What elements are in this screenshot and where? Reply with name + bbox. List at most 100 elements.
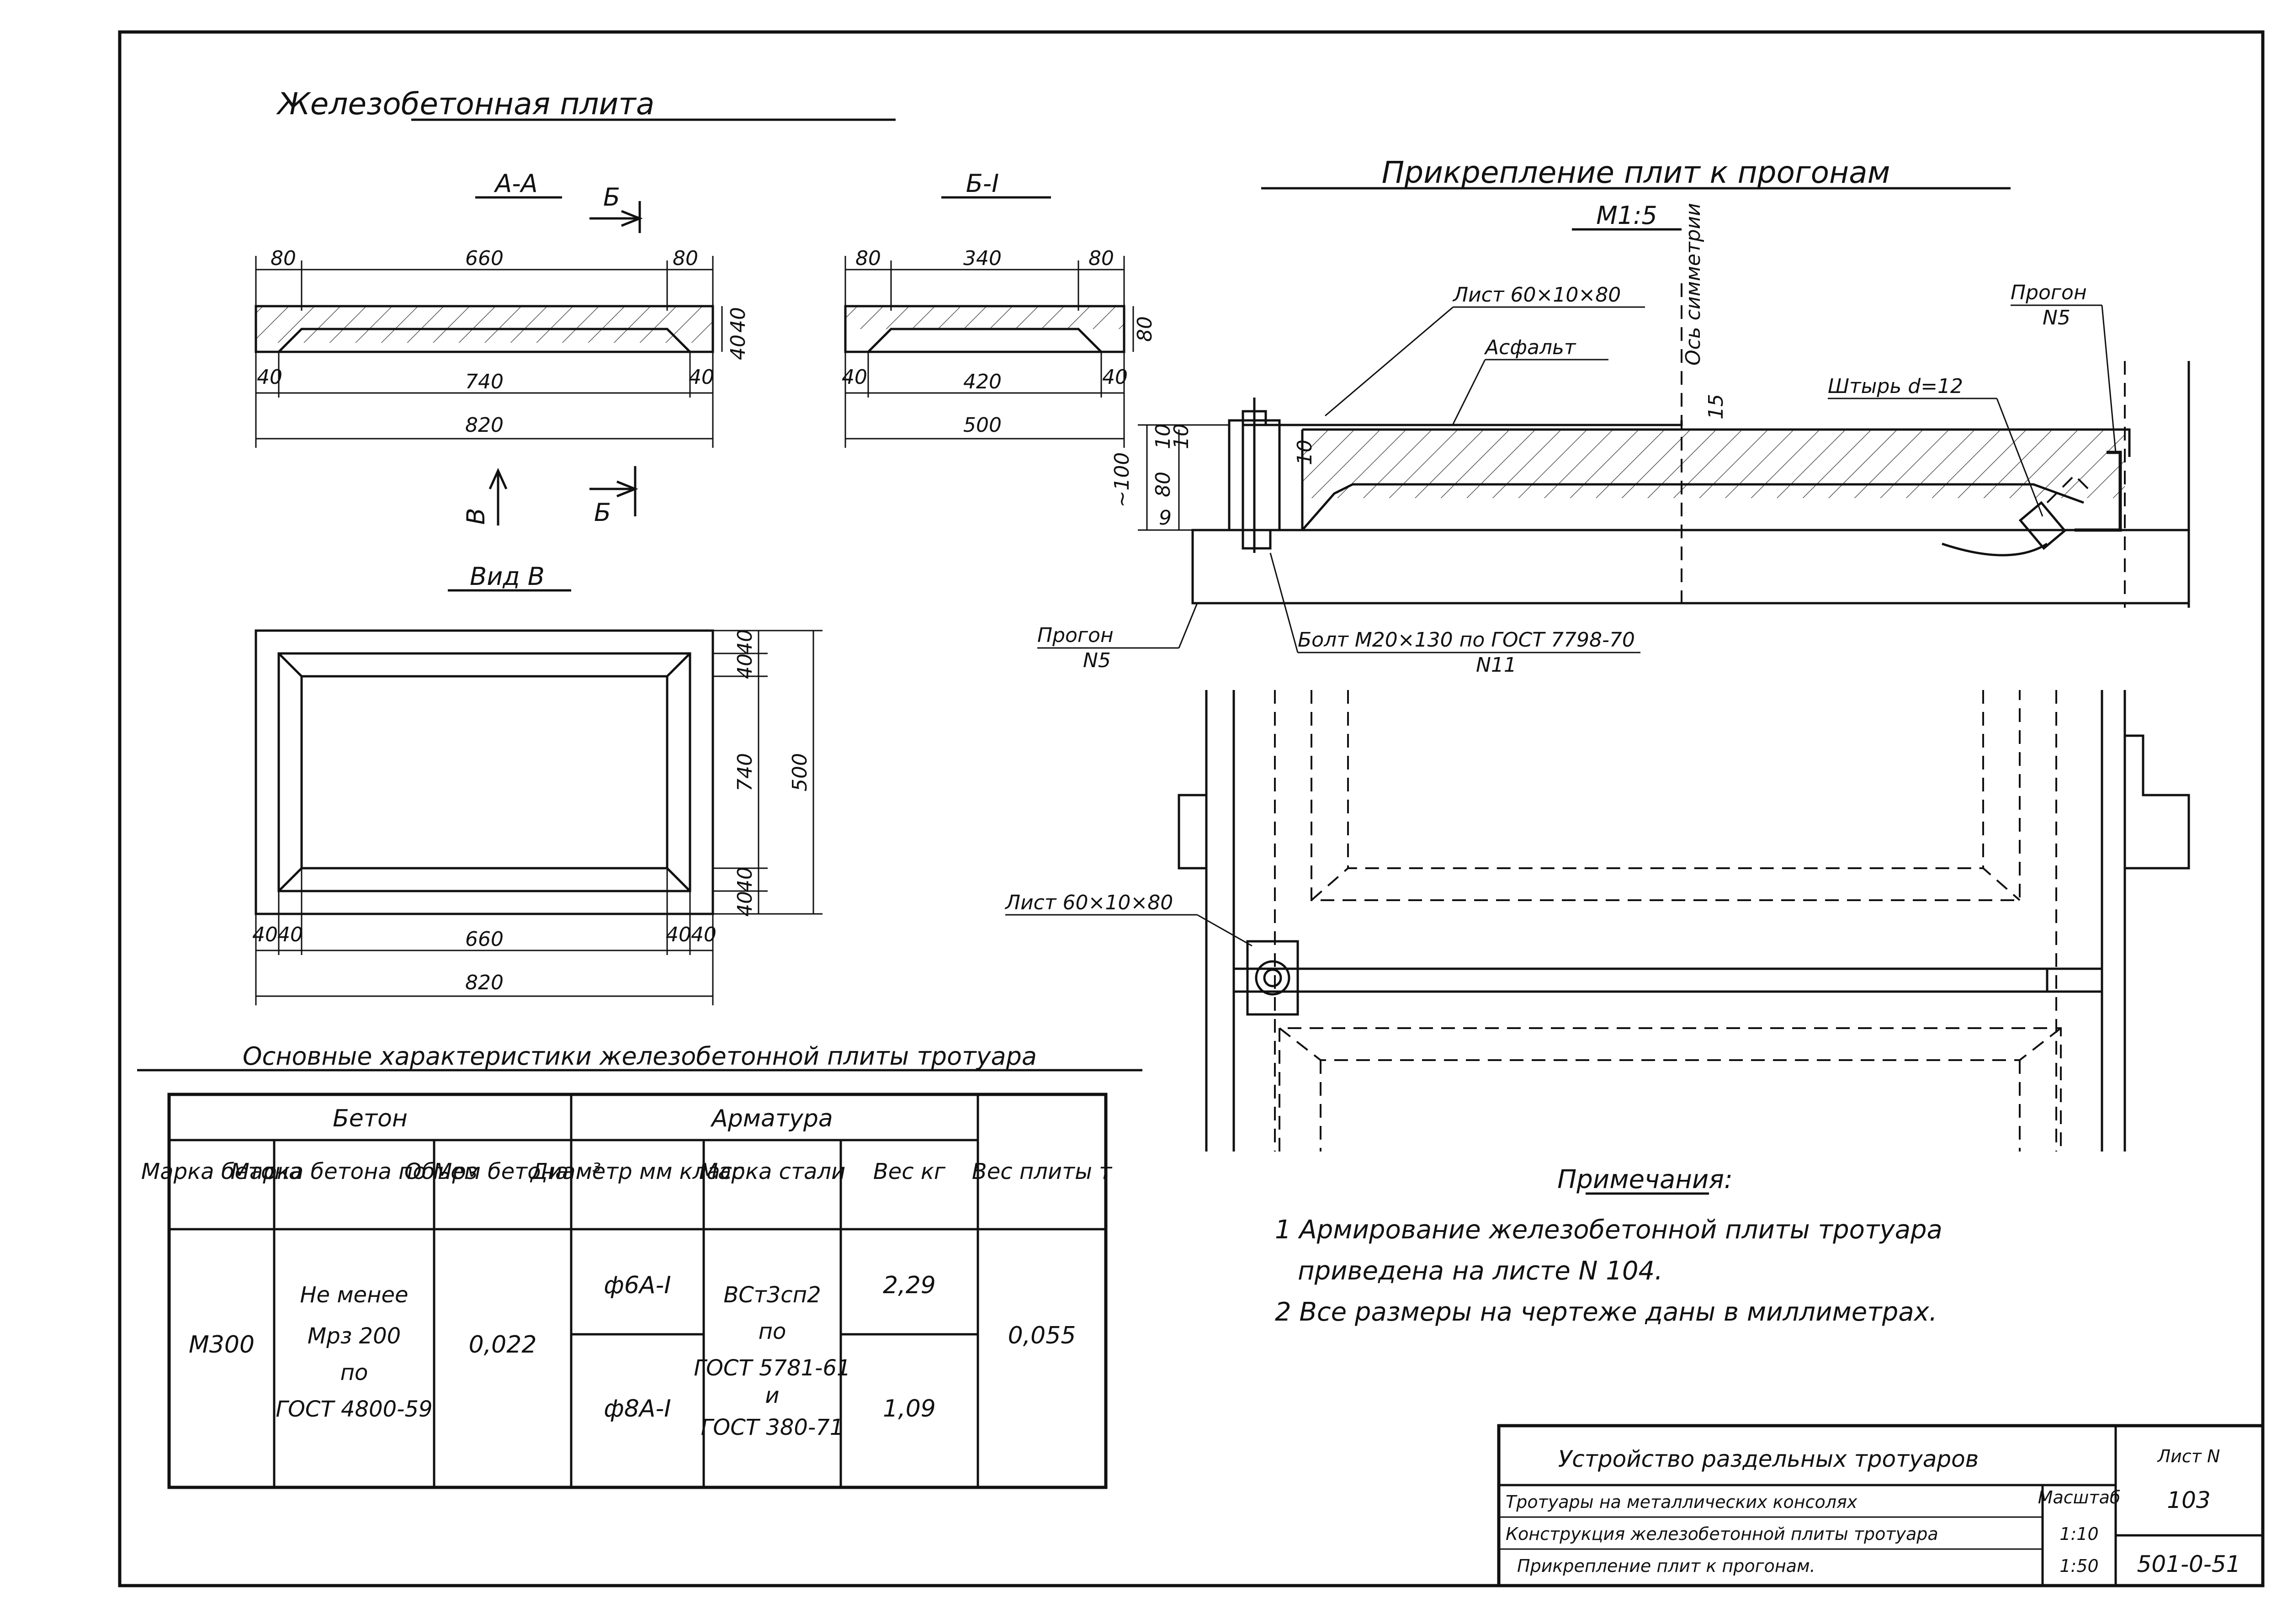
stamp-row-3: Прикрепление плит к прогонам.: [1517, 1556, 1815, 1576]
cut-b-label-bottom: Б: [594, 498, 611, 527]
characteristics-table: Основные характеристики железобетонной п…: [137, 1042, 1142, 1489]
dim-detail-10b: 10: [1170, 424, 1193, 449]
td-steel-1: ВСт3сп2: [723, 1282, 821, 1308]
th-rebar: Арматура: [710, 1105, 833, 1132]
dim-aa-thick-top: 40: [727, 307, 750, 333]
view-v-inner: [300, 675, 669, 870]
dim-detail-80: 80: [1152, 472, 1175, 497]
plan-view: Лист 60×10×80: [1004, 690, 2190, 1152]
dim-v-b3: 660: [465, 928, 504, 951]
stamp-row-1: Тротуары на металлических консолях: [1506, 1492, 1857, 1512]
th-col-4: Диаметр мм класс: [530, 1159, 744, 1184]
dim-b1-80-left: 80: [855, 247, 881, 270]
label-purlin-left: Прогон: [1037, 624, 1114, 647]
stamp-scale-label: Масштаб: [2038, 1487, 2121, 1507]
slab-title: Железобетонная плита: [276, 86, 655, 122]
section-b1-title: Б-І: [966, 169, 999, 198]
view-v-outer: [255, 629, 714, 915]
dim-aa-80-left: 80: [271, 247, 296, 270]
section-aa-title: А-А: [494, 169, 537, 198]
dim-aa-820: 820: [465, 414, 504, 437]
td-frost-2: Мрз 200: [308, 1323, 401, 1349]
stamp-sheet-label: Лист N: [2157, 1446, 2220, 1466]
dim-v-r5: 40: [733, 891, 757, 917]
dim-v-r4: 40: [733, 867, 757, 892]
label-purlin-right: Прогон: [2011, 281, 2087, 304]
purlin-left: [1191, 529, 2190, 605]
label-bolt: Болт М20×130 по ГОСТ 7798-70: [1298, 628, 1635, 652]
dim-b1-80-right: 80: [1088, 247, 1114, 270]
cut-b-label-top: Б: [603, 183, 620, 212]
dim-aa-40-right: 40: [689, 366, 714, 389]
dim-aa-40-left: 40: [257, 366, 282, 389]
view-markers: В Б: [462, 466, 638, 527]
stamp-sheet-no: 103: [2167, 1487, 2210, 1513]
dim-v-b1: 40: [252, 923, 278, 946]
detail-slab-hatch: [1302, 430, 2125, 498]
th-concrete: Бетон: [333, 1105, 408, 1132]
td-steel-5: ГОСТ 380-71: [701, 1415, 844, 1440]
stamp-scale-1: 1:10: [2059, 1524, 2098, 1544]
stamp-row-2: Конструкция железобетонной плиты тротуар…: [1506, 1524, 1938, 1544]
view-v-mid: [277, 652, 691, 892]
section-b1-outline: [844, 305, 1125, 353]
label-axis: Ось симметрии: [1682, 203, 1705, 366]
dim-v-r3: 740: [733, 753, 757, 791]
stamp-scale-2: 1:50: [2059, 1556, 2098, 1576]
dim-v-r2: 40: [733, 653, 757, 679]
dim-detail-inner: 10: [1293, 440, 1316, 465]
th-col-2: Марка бетона по Мрз: [231, 1159, 478, 1184]
dim-v-total: 820: [465, 971, 504, 994]
stamp-code: 501-0-51: [2137, 1551, 2241, 1577]
dim-b1-thick: 80: [1133, 316, 1157, 342]
td-steel-4: и: [765, 1383, 779, 1408]
th-col-1: Марка бетона: [141, 1159, 302, 1184]
td-weight-1: 2,29: [883, 1272, 936, 1299]
dim-v-r1: 40: [733, 629, 757, 655]
sheet-frame: [118, 30, 2265, 1587]
note-1b: приведена на листе N 104.: [1298, 1256, 1663, 1286]
td-plate-weight: 0,055: [1008, 1322, 1076, 1349]
section-aa-outline: [255, 305, 714, 353]
attachment-scale: М1:5: [1596, 201, 1657, 230]
th-plate-weight: Вес плиты т: [972, 1159, 1113, 1184]
dim-b1-340: 340: [963, 247, 1002, 270]
dim-detail-15: 15: [1704, 394, 1728, 419]
dim-aa-740: 740: [465, 370, 504, 393]
dim-v-b2: 40: [277, 923, 303, 946]
td-frost-4: ГОСТ 4800-59: [276, 1396, 432, 1422]
dim-b1-420: 420: [963, 370, 1002, 393]
section-b1: Б-І 80 340 80 80 40 420 40 500: [842, 169, 1157, 448]
view-v-title: Вид В: [470, 562, 545, 591]
label-sheet-plate-plan: Лист 60×10×80: [1004, 891, 1173, 914]
note-2: 2 Все размеры на чертеже даны в миллимет…: [1275, 1297, 1937, 1327]
td-diam-1: ф6А-І: [604, 1272, 671, 1299]
notes: Примечания: 1 Армирование железобетонной…: [1275, 1165, 1942, 1327]
td-steel-2: по: [759, 1319, 786, 1344]
plan-bolt-plate: [1246, 940, 1299, 1016]
view-arrow-v-label: В: [462, 508, 490, 525]
label-purlin-right-num: N5: [2043, 306, 2070, 329]
dim-aa-80-right: 80: [673, 247, 698, 270]
label-purlin-left-num: N5: [1083, 649, 1111, 672]
section-aa-hatch: [256, 306, 713, 343]
dim-detail-10a: 10: [1152, 424, 1175, 449]
td-volume: 0,022: [469, 1331, 537, 1359]
stamp-project: Устройство раздельных тротуаров: [1558, 1446, 1979, 1472]
dim-detail-9: 9: [1159, 506, 1172, 530]
th-col-6: Вес кг: [873, 1159, 946, 1184]
td-grade: М300: [189, 1331, 255, 1359]
td-weight-2: 1,09: [883, 1395, 936, 1422]
dim-aa-660: 660: [465, 247, 504, 270]
notes-title: Примечания:: [1557, 1165, 1733, 1194]
label-sheet-plate: Лист 60×10×80: [1452, 283, 1621, 307]
label-pin: Штырь d=12: [1828, 375, 1963, 398]
characteristics-title: Основные характеристики железобетонной п…: [243, 1042, 1037, 1071]
note-1a: 1 Армирование железобетонной плиты троту…: [1275, 1215, 1942, 1245]
section-aa: А-А Б 80 660 80 40 40 40 740 40 820: [255, 169, 750, 448]
view-v: Вид В 40 40 740 40 40 500 40 40 660: [252, 562, 823, 1005]
attachment-detail: Прикрепление плит к прогонам М1:5 ~1: [1037, 155, 2190, 677]
dim-b1-500: 500: [963, 414, 1002, 437]
th-col-5: Марка стали: [699, 1159, 846, 1184]
